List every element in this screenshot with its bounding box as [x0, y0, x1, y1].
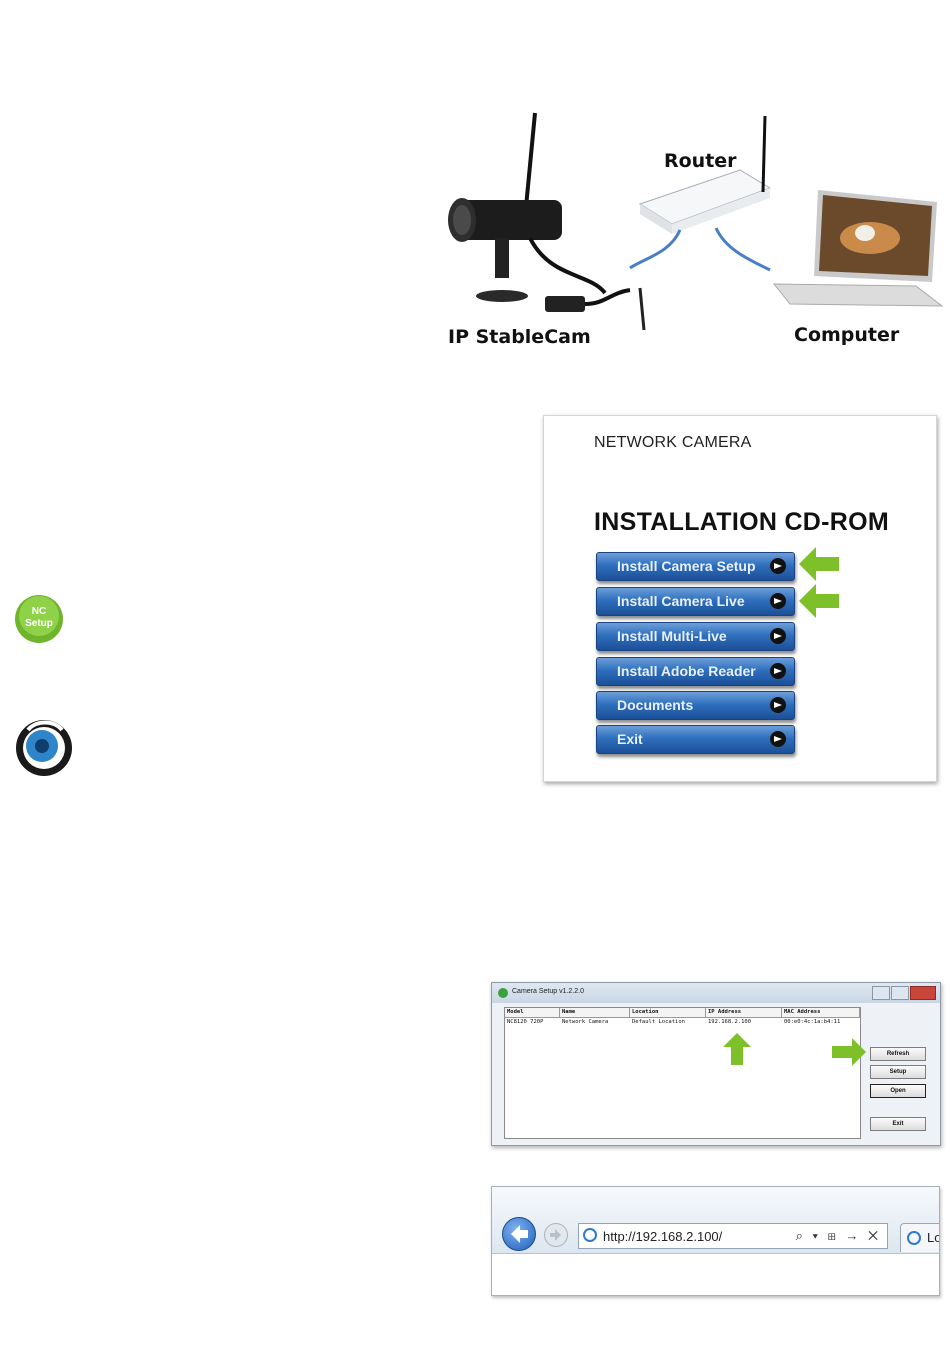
nc-setup-icon-line1: NC — [32, 606, 46, 617]
open-button[interactable]: Open — [870, 1084, 926, 1098]
refresh-button[interactable]: Refresh — [870, 1047, 926, 1061]
arrow-right-icon — [770, 663, 786, 679]
install-camera-live-button[interactable]: Install Camera Live — [596, 587, 795, 616]
address-bar[interactable]: http://192.168.2.100/ ⌕ ▾ ⊞ → ✕ — [578, 1223, 888, 1249]
camera-setup-window: Camera Setup v1.2.2.0 Model Name Locatio… — [491, 982, 941, 1146]
green-arrow-left-icon — [799, 547, 839, 581]
back-arrow-icon — [511, 1225, 528, 1243]
page-icon — [583, 1228, 597, 1242]
cell-ip-address: 192.168.2.100 — [708, 1019, 752, 1025]
green-arrow-right-icon — [832, 1038, 866, 1066]
column-header-location[interactable]: Location — [630, 1008, 706, 1018]
button-label: Install Adobe Reader — [617, 663, 756, 679]
exit-button[interactable]: Exit — [596, 725, 795, 754]
button-label: Documents — [617, 697, 694, 713]
close-icon[interactable] — [910, 986, 936, 1000]
forward-button[interactable] — [544, 1223, 568, 1247]
arrow-right-icon — [770, 697, 786, 713]
forward-arrow-icon — [550, 1229, 561, 1241]
install-camera-setup-button[interactable]: Install Camera Setup — [596, 552, 795, 581]
window-controls — [872, 986, 936, 1000]
tab-page-icon — [907, 1231, 921, 1245]
camera-label: IP StableCam — [448, 326, 591, 348]
exit-window-button[interactable]: Exit — [870, 1117, 926, 1131]
table-header: Model Name Location IP Address MAC Addre… — [505, 1008, 860, 1018]
install-multi-live-button[interactable]: Install Multi-Live — [596, 622, 795, 651]
cdrom-subtitle: NETWORK CAMERA — [594, 434, 752, 451]
installation-cdrom-menu: NETWORK CAMERA INSTALLATION CD-ROM Insta… — [543, 415, 937, 782]
camera-live-icon — [14, 718, 74, 778]
browser-window: http://192.168.2.100/ ⌕ ▾ ⊞ → ✕ Lo — [491, 1186, 940, 1296]
camera-setup-logo-icon — [498, 988, 508, 998]
network-diagram-illustration — [448, 112, 944, 331]
cell-mac-address: 00:e0:4c:1a:b4:11 — [784, 1019, 841, 1025]
button-label: Install Multi-Live — [617, 628, 727, 644]
arrow-right-icon — [770, 731, 786, 747]
column-header-model[interactable]: Model — [505, 1008, 560, 1018]
table-row[interactable]: NC8120 720P Network Camera Default Locat… — [505, 1018, 860, 1027]
button-label: Install Camera Setup — [617, 558, 756, 574]
setup-button[interactable]: Setup — [870, 1065, 926, 1079]
tab-title: Lo — [927, 1230, 939, 1245]
cell-location: Default Location — [632, 1019, 685, 1025]
camera-setup-window-title: Camera Setup v1.2.2.0 — [512, 988, 584, 995]
column-header-mac-address[interactable]: MAC Address — [782, 1008, 860, 1018]
router-label: Router — [664, 150, 737, 172]
button-label: Install Camera Live — [617, 593, 745, 609]
cdrom-title: INSTALLATION CD-ROM — [594, 508, 890, 536]
camera-list-table[interactable]: Model Name Location IP Address MAC Addre… — [504, 1007, 861, 1139]
arrow-right-icon — [770, 558, 786, 574]
arrow-right-icon — [770, 628, 786, 644]
network-diagram: Router IP StableCam Computer — [440, 108, 945, 358]
install-adobe-reader-button[interactable]: Install Adobe Reader — [596, 657, 795, 686]
arrow-right-icon — [770, 593, 786, 609]
green-arrow-left-icon — [799, 584, 839, 618]
column-header-ip-address[interactable]: IP Address — [706, 1008, 782, 1018]
browser-toolbar: http://192.168.2.100/ ⌕ ▾ ⊞ → ✕ Lo — [492, 1187, 939, 1254]
column-header-name[interactable]: Name — [560, 1008, 630, 1018]
minimize-icon[interactable] — [872, 986, 890, 1000]
button-label: Exit — [617, 731, 643, 747]
maximize-icon[interactable] — [891, 986, 909, 1000]
nc-setup-icon-line2: Setup — [25, 618, 53, 629]
camera-setup-titlebar: Camera Setup v1.2.2.0 — [492, 983, 940, 1003]
browser-tab[interactable]: Lo — [900, 1223, 939, 1252]
cell-model: NC8120 720P — [507, 1019, 544, 1025]
nc-setup-icon: NC Setup — [14, 594, 64, 644]
green-arrow-up-icon — [723, 1033, 751, 1065]
cell-name: Network Camera — [562, 1019, 609, 1025]
back-button[interactable] — [502, 1217, 536, 1251]
computer-label: Computer — [794, 324, 900, 346]
documents-button[interactable]: Documents — [596, 691, 795, 720]
address-bar-url: http://192.168.2.100/ — [603, 1229, 723, 1244]
address-bar-tools[interactable]: ⌕ ▾ ⊞ → ✕ — [795, 1228, 881, 1243]
